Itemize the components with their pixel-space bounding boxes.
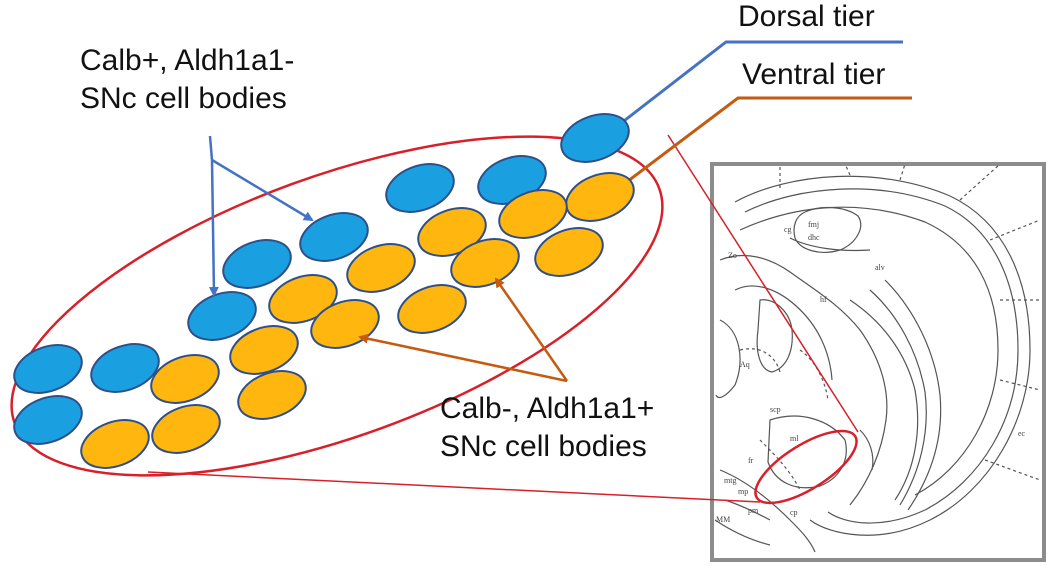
dorsal-cell bbox=[13, 344, 83, 394]
dorsal-cell bbox=[385, 163, 455, 213]
zoom-line-top bbox=[667, 134, 859, 433]
atlas-label: fr bbox=[748, 456, 754, 465]
calb-pos-arrow-stem bbox=[208, 135, 214, 161]
ventral-cell bbox=[397, 284, 467, 334]
calb-neg-arrow-b bbox=[358, 333, 568, 383]
atlas-label: Aq bbox=[740, 360, 750, 369]
atlas-label: ml bbox=[790, 434, 799, 443]
dorsal-cell bbox=[560, 113, 630, 163]
calb-neg-arrow-a bbox=[494, 277, 569, 382]
atlas-label: fmj bbox=[808, 220, 819, 229]
atlas-label: alv bbox=[875, 263, 885, 272]
ventral-cell bbox=[151, 404, 221, 454]
ventral-tier-line bbox=[627, 96, 912, 183]
ventral-cell bbox=[498, 189, 568, 239]
atlas-label: cg bbox=[784, 225, 792, 234]
calb-pos-arrow-a bbox=[211, 158, 314, 222]
atlas-label: MM bbox=[716, 515, 730, 524]
ventral-cell bbox=[229, 325, 299, 375]
ventral-cell bbox=[450, 238, 520, 288]
calb-pos-label: Calb+, Aldh1a1- SNc cell bodies bbox=[80, 42, 294, 118]
atlas-label: Zo bbox=[728, 251, 737, 260]
atlas-label: hf bbox=[820, 295, 827, 304]
dorsal-tier-line bbox=[619, 40, 903, 126]
zoom-line-bottom bbox=[147, 471, 761, 503]
atlas-label: pm bbox=[748, 506, 759, 515]
atlas-label: mp bbox=[738, 487, 748, 496]
brain-atlas bbox=[714, 163, 1041, 553]
calb-neg-label-line2: SNc cell bodies bbox=[440, 430, 647, 463]
ventral-tier-label: Ventral tier bbox=[742, 58, 886, 91]
ventral-cell bbox=[565, 172, 635, 222]
atlas-label: ec bbox=[1018, 429, 1026, 438]
dorsal-tier-label: Dorsal tier bbox=[738, 0, 875, 33]
ventral-cell bbox=[80, 419, 150, 469]
ventral-cell bbox=[534, 227, 604, 277]
snc-region-ellipse bbox=[754, 429, 858, 505]
ventral-cell bbox=[237, 370, 307, 420]
ventral-cell bbox=[268, 274, 338, 324]
ventral-cell bbox=[346, 243, 416, 293]
atlas-label: dhc bbox=[808, 233, 820, 242]
dorsal-cell bbox=[299, 212, 369, 262]
dorsal-cell bbox=[90, 343, 160, 393]
atlas-label: scp bbox=[770, 405, 781, 414]
calb-pos-label-line2: SNc cell bodies bbox=[80, 82, 287, 115]
dorsal-cell bbox=[222, 239, 292, 289]
ventral-cell bbox=[150, 354, 220, 404]
dorsal-cell bbox=[13, 395, 83, 445]
calb-neg-label: Calb-, Aldh1a1+ SNc cell bodies bbox=[440, 390, 654, 466]
atlas-label: cp bbox=[790, 508, 798, 517]
calb-pos-arrow-b bbox=[208, 159, 219, 297]
calb-pos-label-line1: Calb+, Aldh1a1- bbox=[80, 44, 295, 77]
atlas-label: mtg bbox=[724, 476, 736, 485]
calb-neg-label-line1: Calb-, Aldh1a1+ bbox=[440, 392, 655, 425]
